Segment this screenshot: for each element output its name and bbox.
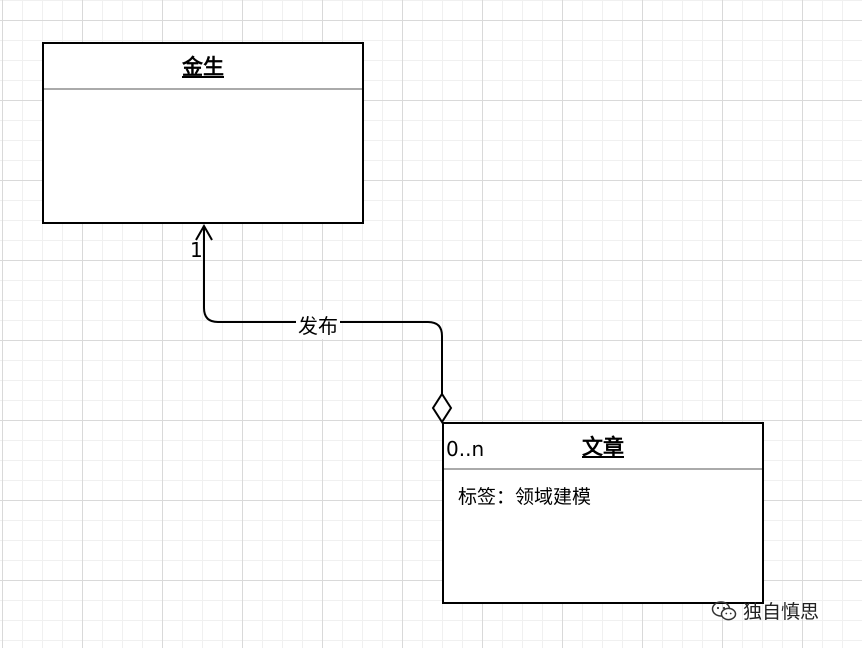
class-wenzhang[interactable]: 文章 标签：领域建模 <box>442 422 764 604</box>
open-arrowhead <box>195 223 213 241</box>
aggregation-diamond <box>431 392 453 424</box>
class-name: 金生 <box>182 55 224 79</box>
class-header: 文章 <box>444 424 762 470</box>
class-attribute: 标签：领域建模 <box>458 486 592 508</box>
class-name: 文章 <box>582 435 624 459</box>
watermark: 独自慎思 <box>711 597 819 624</box>
watermark-text: 独自慎思 <box>743 601 820 623</box>
source-multiplicity: 1 <box>190 238 203 262</box>
target-multiplicity: 0..n <box>446 437 485 461</box>
association-label[interactable]: 发布 <box>296 310 340 339</box>
class-jinsheng[interactable]: 金生 <box>42 42 364 224</box>
class-header: 金生 <box>44 44 362 90</box>
wechat-icon <box>711 600 737 620</box>
